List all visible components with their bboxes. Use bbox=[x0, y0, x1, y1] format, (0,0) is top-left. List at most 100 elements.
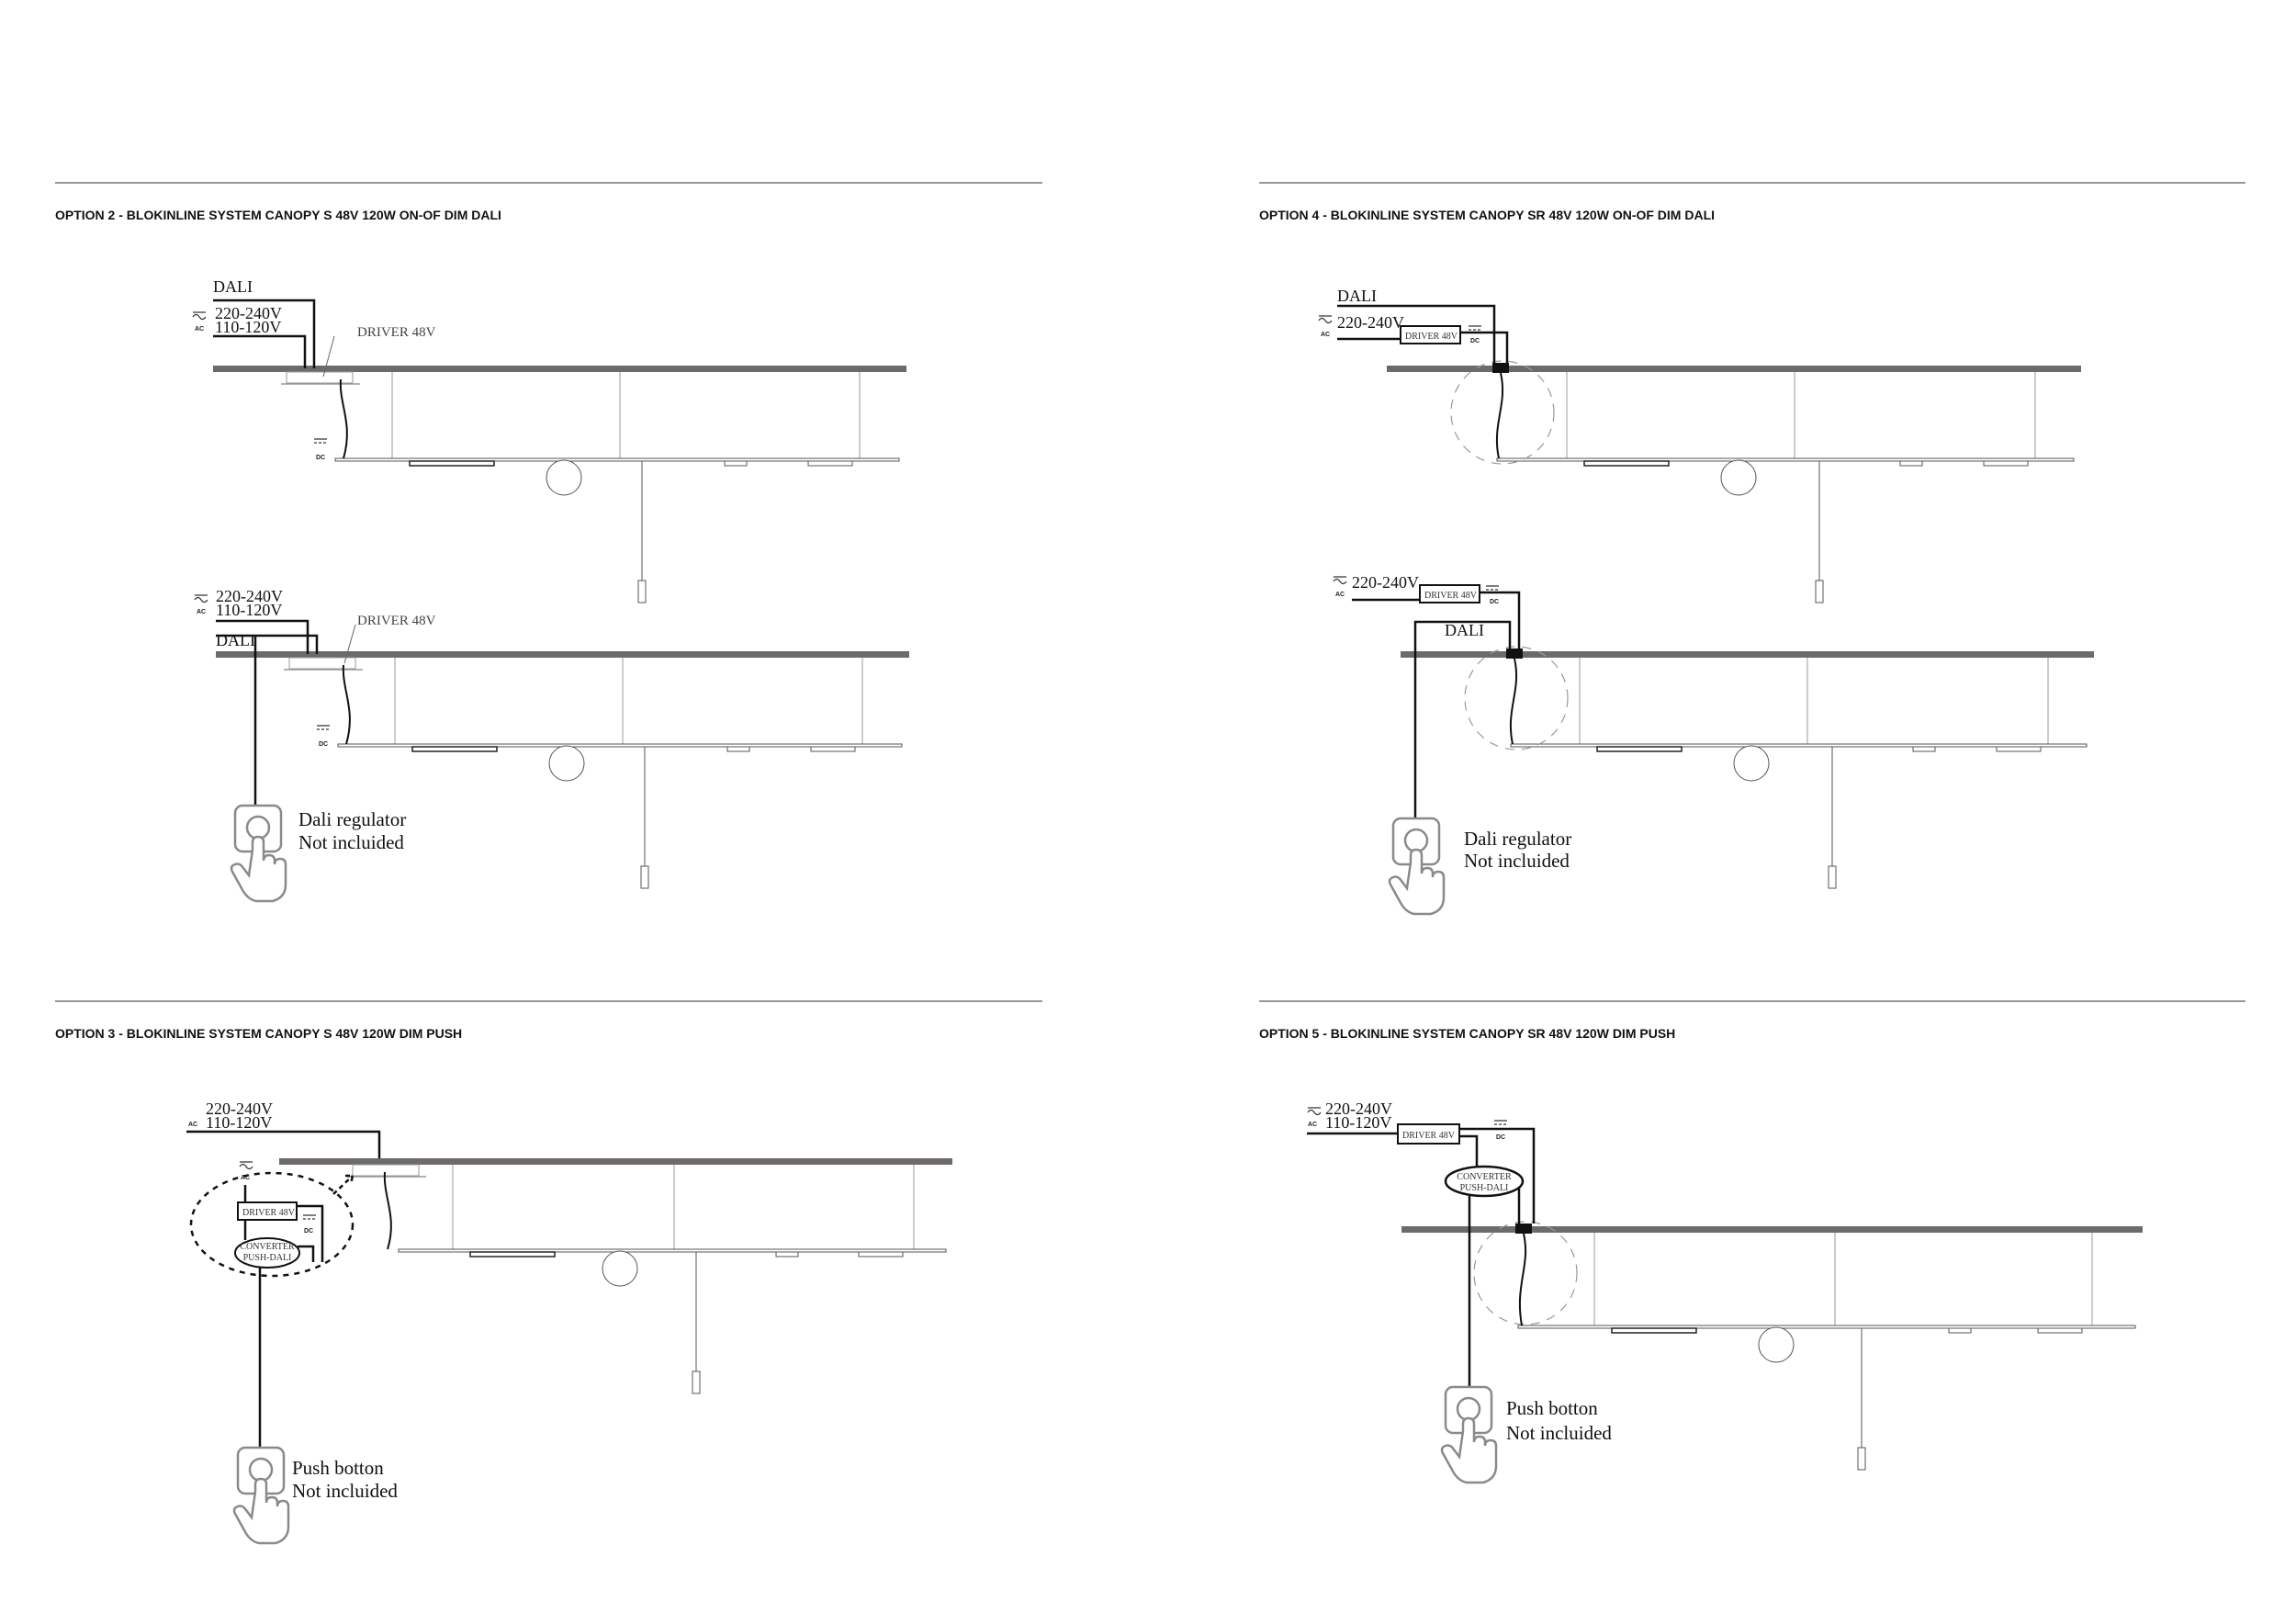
connector bbox=[1506, 648, 1523, 659]
wire bbox=[298, 1245, 315, 1262]
ac-label: AC bbox=[1321, 332, 1330, 338]
converter-label: CONVERTER bbox=[240, 1242, 295, 1252]
linear-fixture bbox=[1611, 1327, 1697, 1334]
ceiling-canopy bbox=[1387, 366, 2081, 372]
converter-label: PUSH-DALI bbox=[243, 1253, 292, 1263]
track-rail bbox=[1510, 743, 2088, 748]
detail-circle bbox=[1450, 360, 1555, 465]
wire bbox=[216, 619, 310, 654]
canopy-driver bbox=[288, 657, 356, 670]
wire bbox=[1514, 1186, 1521, 1224]
pointing-hand-icon bbox=[1440, 1416, 1498, 1484]
spot-fixture bbox=[775, 1251, 799, 1257]
dc-label: DC bbox=[316, 455, 325, 461]
dc-label: DC bbox=[1470, 338, 1480, 344]
spot-fixture bbox=[810, 746, 856, 752]
canopy-driver bbox=[352, 1164, 420, 1177]
wire bbox=[1459, 1127, 1536, 1224]
pendant-fixture bbox=[1828, 865, 1837, 889]
wire bbox=[297, 1204, 324, 1262]
driver-label: DRIVER 48V bbox=[357, 325, 436, 340]
linear-fixture bbox=[1596, 746, 1683, 752]
leader-line bbox=[343, 624, 356, 664]
not-included-label: Not incluided bbox=[292, 1480, 398, 1502]
not-included-label: Not incluided bbox=[1464, 850, 1570, 872]
wire bbox=[1413, 620, 1512, 818]
ac-label: AC bbox=[188, 1122, 197, 1128]
canopy-driver bbox=[286, 371, 354, 384]
connector bbox=[1515, 1224, 1532, 1234]
voltage-low-label: 110-120V bbox=[216, 601, 282, 619]
dc-symbol-icon bbox=[1486, 585, 1499, 591]
globe-fixture bbox=[602, 1250, 638, 1287]
power-cable bbox=[342, 664, 351, 745]
driver-label: DRIVER 48V bbox=[357, 614, 436, 628]
detail-circle bbox=[1473, 1221, 1578, 1325]
power-cable bbox=[1495, 372, 1504, 459]
leader-line bbox=[322, 335, 335, 378]
linear-fixture bbox=[1583, 460, 1670, 467]
spot-fixture bbox=[724, 460, 748, 467]
ac-symbol-icon bbox=[1333, 576, 1347, 585]
wire bbox=[1459, 1134, 1479, 1167]
section-title-option-4: OPTION 4 - BLOKINLINE SYSTEM CANOPY SR 4… bbox=[1259, 208, 1715, 222]
voltage-high-label: 220-240V bbox=[1325, 1100, 1392, 1118]
power-cable bbox=[383, 1171, 392, 1250]
ac-label: AC bbox=[1335, 592, 1345, 598]
wire bbox=[1480, 591, 1521, 648]
voltage-high-label: 220-240V bbox=[206, 1100, 273, 1118]
pendant-fixture bbox=[1815, 580, 1824, 603]
section-title-option-3: OPTION 3 - BLOKINLINE SYSTEM CANOPY S 48… bbox=[55, 1026, 462, 1041]
push-button-label: Push botton bbox=[1506, 1397, 1598, 1419]
spot-fixture bbox=[726, 746, 750, 752]
pendant-fixture bbox=[1857, 1447, 1866, 1471]
dali-label: DALI bbox=[1337, 287, 1377, 305]
ac-symbol-icon bbox=[1318, 315, 1333, 324]
detail-circle bbox=[1464, 646, 1569, 750]
dc-label: DC bbox=[1490, 599, 1499, 605]
section-title-option-2: OPTION 2 - BLOKINLINE SYSTEM CANOPY S 48… bbox=[55, 208, 501, 222]
dali-regulator-label: Dali regulator bbox=[1464, 828, 1571, 850]
ac-symbol-icon bbox=[239, 1161, 253, 1170]
ac-symbol-icon bbox=[194, 594, 208, 603]
dc-symbol-icon bbox=[317, 725, 330, 730]
wire bbox=[1337, 304, 1496, 363]
pointing-hand-icon bbox=[1388, 848, 1446, 916]
track-rail bbox=[1496, 457, 2075, 462]
voltage-low-label: 110-120V bbox=[206, 1113, 272, 1132]
wire bbox=[1460, 331, 1509, 363]
wire bbox=[213, 299, 316, 368]
ac-label: AC bbox=[241, 1175, 250, 1181]
globe-fixture bbox=[548, 745, 585, 782]
dc-symbol-icon bbox=[303, 1214, 316, 1220]
linear-fixture bbox=[409, 460, 495, 467]
driver-label: DRIVER 48V bbox=[1402, 1131, 1456, 1141]
spot-fixture bbox=[858, 1251, 904, 1257]
voltage-high-label: 220-240V bbox=[216, 587, 283, 605]
ceiling-canopy bbox=[1401, 1226, 2143, 1233]
spot-fixture bbox=[807, 460, 853, 467]
pendant-fixture bbox=[640, 865, 649, 889]
dashed-detail-ellipse bbox=[189, 1171, 355, 1278]
power-cable bbox=[1509, 658, 1518, 745]
ceiling-canopy bbox=[213, 366, 906, 372]
spot-fixture bbox=[2037, 1327, 2083, 1334]
driver-label: DRIVER 48V bbox=[242, 1208, 296, 1218]
ceiling-canopy bbox=[1401, 651, 2094, 658]
ac-label: AC bbox=[197, 609, 206, 615]
diagram-geometry bbox=[186, 299, 2143, 1545]
ceiling-canopy bbox=[279, 1158, 952, 1165]
voltage-high-label: 220-240V bbox=[1337, 313, 1404, 332]
converter-label: PUSH-DALI bbox=[1460, 1183, 1509, 1193]
track-rail bbox=[1517, 1325, 2136, 1329]
dc-symbol-icon bbox=[1494, 1120, 1507, 1125]
track-rail bbox=[398, 1248, 947, 1253]
pendant-fixture bbox=[692, 1370, 701, 1394]
driver-label: DRIVER 48V bbox=[1405, 332, 1458, 342]
spot-fixture bbox=[1912, 746, 1936, 752]
converter-ellipse bbox=[1444, 1165, 1525, 1198]
globe-fixture bbox=[1733, 745, 1770, 782]
section-title-option-5: OPTION 5 - BLOKINLINE SYSTEM CANOPY SR 4… bbox=[1259, 1026, 1675, 1041]
driver-box bbox=[1400, 325, 1461, 344]
globe-fixture bbox=[1720, 459, 1757, 496]
